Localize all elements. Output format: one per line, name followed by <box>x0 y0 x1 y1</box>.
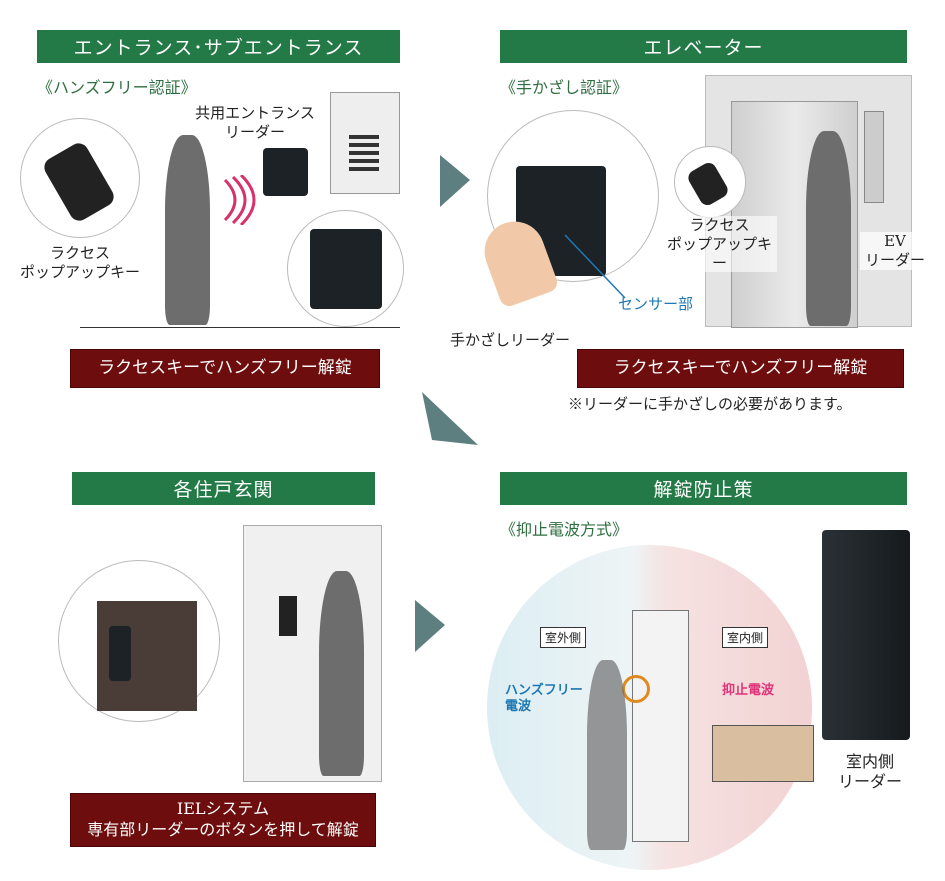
handsfree-wave-label: ハンズフリー 電波 <box>505 683 583 716</box>
entry-door <box>632 610 689 842</box>
indoor-reader-label: 室内側 リーダー <box>830 752 910 792</box>
door-lock-highlight <box>622 675 650 703</box>
label-line: ポップアップキー <box>20 262 141 281</box>
door-reader-icon <box>279 596 297 636</box>
entrance-subtitle: 《ハンズフリー認証》 <box>37 78 197 97</box>
label-line: 室内側 <box>845 752 894 771</box>
intercom-panel-image <box>330 92 400 194</box>
shoe-cabinet <box>712 725 814 782</box>
reader-closeup <box>287 210 404 327</box>
entrance-reader-image <box>263 148 308 196</box>
person-silhouette <box>806 131 851 326</box>
key-fob-icon <box>685 160 731 208</box>
arrow-right-top <box>440 155 470 207</box>
sensor-label: センサー部 <box>618 295 694 313</box>
wave-zone-image <box>487 545 814 870</box>
label-line: ラクセス <box>689 216 750 234</box>
hand-reader-label: 手かざしリーダー <box>450 331 571 349</box>
reader-image <box>310 229 382 309</box>
key-fob-icon <box>40 139 118 225</box>
entrance-header: エントランス･サブエントランス <box>37 30 400 63</box>
label-line: ラクセス <box>49 244 110 262</box>
arrow-right-bottom <box>415 600 445 652</box>
door-reader-image <box>109 626 131 681</box>
label-line: EV <box>884 232 906 250</box>
elevator-caption: ラクセスキーでハンズフリー解錠 <box>577 349 904 388</box>
ev-key-closeup <box>674 146 746 218</box>
unit-door-header: 各住戸玄関 <box>72 472 375 505</box>
label-line: リーダー <box>864 250 925 269</box>
elevator-key-label: ラクセス ポップアップキー <box>662 216 777 273</box>
elevator-button-panel <box>864 111 884 203</box>
prevention-header: 解錠防止策 <box>500 472 907 505</box>
arrow-down-left <box>422 392 478 445</box>
person-silhouette <box>587 660 627 850</box>
entrance-reader-label: 共用エントランス リーダー <box>190 104 320 142</box>
elevator-header: エレベーター <box>500 30 907 63</box>
deterrent-wave-label: 抑止電波 <box>722 683 775 698</box>
unit-door-caption: IELシステム 専有部リーダーのボタンを押して解錠 <box>70 793 376 847</box>
floor-line <box>80 327 400 328</box>
label-line: ポップアップキー <box>666 234 772 272</box>
elevator-image <box>705 75 912 328</box>
person-silhouette <box>319 571 364 776</box>
entrance-caption: ラクセスキーでハンズフリー解錠 <box>70 349 380 388</box>
inside-label: 室内側 <box>722 627 769 648</box>
label-line: リーダー <box>837 772 902 791</box>
elevator-note: ※リーダーに手かざしの必要があります。 <box>568 395 852 413</box>
outside-label: 室外側 <box>540 627 587 648</box>
person-silhouette <box>165 135 210 325</box>
door-wall-image <box>243 525 382 782</box>
label-line: 共用エントランス <box>195 104 315 122</box>
prevention-subtitle: 《抑止電波方式》 <box>500 520 629 539</box>
label-line: ハンズフリー <box>505 683 583 698</box>
wave-icon <box>223 175 256 225</box>
indoor-reader-image <box>822 530 910 740</box>
keypad-icon <box>349 135 379 171</box>
label-line: リーダー <box>224 122 285 141</box>
caption-line: 専有部リーダーのボタンを押して解錠 <box>87 820 359 839</box>
entrance-key-label: ラクセス ポップアップキー <box>20 244 140 282</box>
elevator-subtitle: 《手かざし認証》 <box>500 78 629 97</box>
label-line: 電波 <box>505 699 532 715</box>
key-closeup <box>20 118 140 238</box>
caption-line: IELシステム <box>176 799 270 819</box>
hand-reader-closeup <box>476 110 659 309</box>
door-reader-closeup <box>58 560 220 722</box>
sensor-pointer <box>564 234 626 299</box>
ev-reader-label: EV リーダー <box>860 232 930 270</box>
